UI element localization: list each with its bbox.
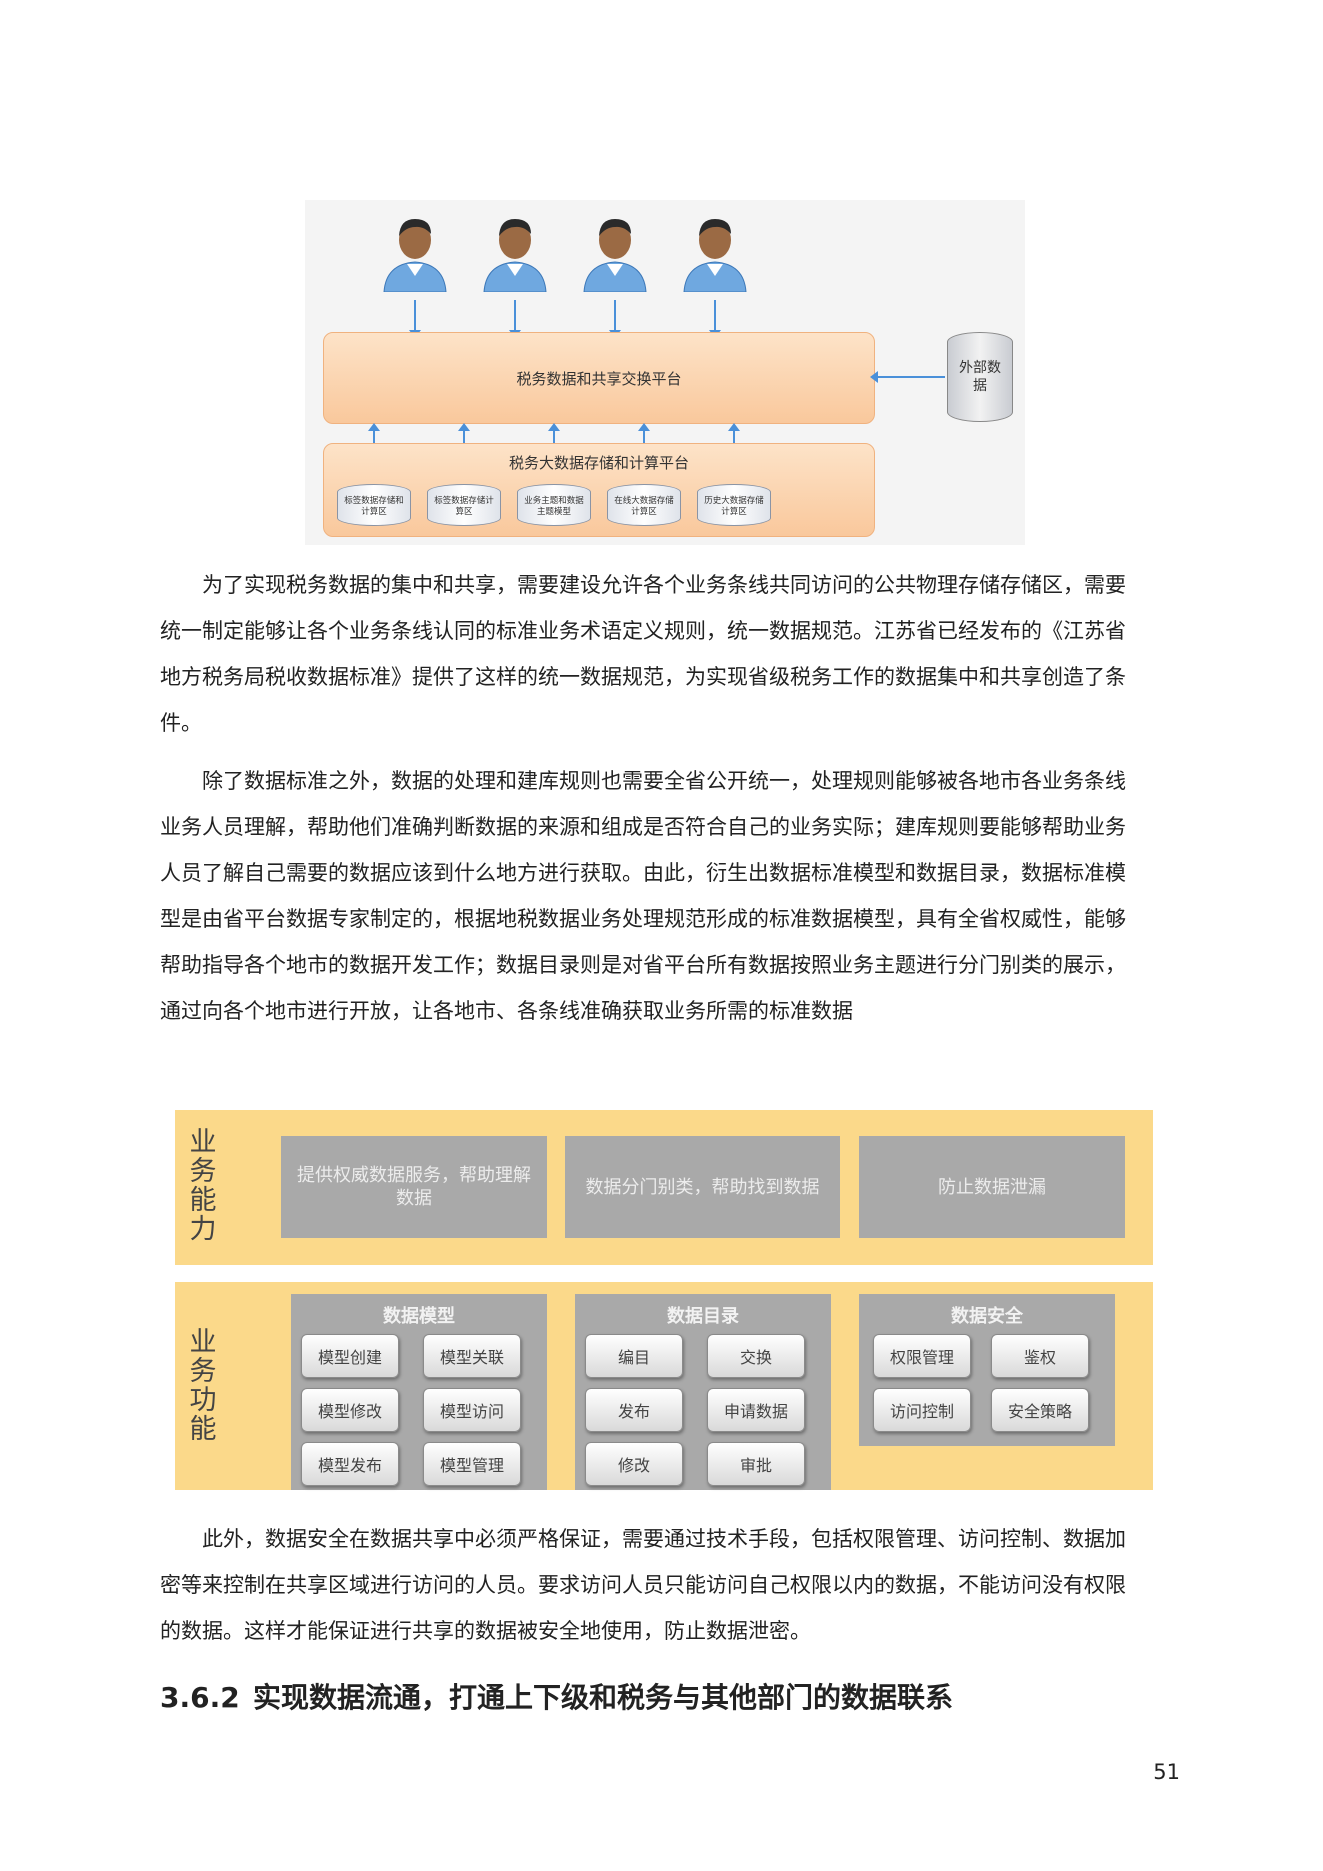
capability-box: 数据分门别类，帮助找到数据 [565,1136,840,1238]
capability-band: 业务能力 提供权威数据服务，帮助理解数据 数据分门别类，帮助找到数据 防止数据泄… [175,1110,1153,1265]
model-link-button[interactable]: 模型关联 [423,1334,521,1378]
arrow-down-icon [509,300,521,338]
user-icon [583,219,647,292]
database-icon: 在线大数据存储计算区 [607,484,681,526]
external-database-icon: 外部数据 [947,332,1013,422]
user-icon [383,219,447,292]
model-create-button[interactable]: 模型创建 [301,1334,399,1378]
approve-button[interactable]: 审批 [707,1442,805,1486]
model-access-button[interactable]: 模型访问 [423,1388,521,1432]
storage-compute-platform: 税务大数据存储和计算平台 标签数据存储和计算区 标签数据存储计算区 业务主题和数… [323,443,875,537]
data-sharing-platform: 税务数据和共享交换平台 [323,332,875,424]
exchange-button[interactable]: 交换 [707,1334,805,1378]
user-icon [683,219,747,292]
arrow-left-icon [870,371,945,383]
catalog-button[interactable]: 编目 [585,1334,683,1378]
database-icon: 历史大数据存储计算区 [697,484,771,526]
arrow-down-icon [609,300,621,338]
model-modify-button[interactable]: 模型修改 [301,1388,399,1432]
security-policy-button[interactable]: 安全策略 [991,1388,1089,1432]
storage-platform-label: 税务大数据存储和计算平台 [508,454,689,472]
database-icon: 业务主题和数据主题模型 [517,484,591,526]
publish-button[interactable]: 发布 [585,1388,683,1432]
section-heading: 3.6.2 实现数据流通，打通上下级和税务与其他部门的数据联系 [160,1676,1120,1716]
data-catalog-group: 数据目录 编目 交换 发布 申请数据 修改 审批 [575,1294,831,1490]
modify-button[interactable]: 修改 [585,1442,683,1486]
section-number: 3.6.2 [160,1681,240,1714]
model-manage-button[interactable]: 模型管理 [423,1442,521,1486]
business-capability-diagram: 业务能力 提供权威数据服务，帮助理解数据 数据分门别类，帮助找到数据 防止数据泄… [175,1110,1153,1490]
architecture-diagram: 税务数据和共享交换平台 税务大数据存储和计算平台 标签数据存储和计算区 标签数据… [305,200,1025,545]
request-data-button[interactable]: 申请数据 [707,1388,805,1432]
access-control-button[interactable]: 访问控制 [873,1388,971,1432]
arrow-down-icon [709,300,721,338]
page-number: 51 [1153,1760,1180,1784]
authentication-button[interactable]: 鉴权 [991,1334,1089,1378]
platform-label: 税务数据和共享交换平台 [516,369,682,388]
data-security-group: 数据安全 权限管理 鉴权 访问控制 安全策略 [859,1294,1115,1446]
function-label: 业务功能 [189,1327,217,1445]
arrow-down-icon [409,300,421,338]
user-icon [483,219,547,292]
capability-box: 防止数据泄漏 [859,1136,1125,1238]
group-title: 数据目录 [667,1306,739,1327]
group-title: 数据模型 [383,1306,455,1327]
database-icon: 标签数据存储和计算区 [337,484,411,526]
data-model-group: 数据模型 模型创建 模型关联 模型修改 模型访问 模型发布 模型管理 [291,1294,547,1490]
database-icon: 标签数据存储计算区 [427,484,501,526]
paragraph: 为了实现税务数据的集中和共享，需要建设允许各个业务条线共同访问的公共物理存储存储… [160,573,1126,735]
capability-box: 提供权威数据服务，帮助理解数据 [281,1136,547,1238]
paragraph: 此外，数据安全在数据共享中必须严格保证，需要通过技术手段，包括权限管理、访问控制… [160,1527,1126,1643]
model-publish-button[interactable]: 模型发布 [301,1442,399,1486]
paragraph: 除了数据标准之外，数据的处理和建库规则也需要全省公开统一，处理规则能够被各地市各… [160,769,1126,1023]
section-title: 实现数据流通，打通上下级和税务与其他部门的数据联系 [253,1681,954,1714]
permission-manage-button[interactable]: 权限管理 [873,1334,971,1378]
function-band: 业务功能 数据模型 模型创建 模型关联 模型修改 模型访问 模型发布 模型管理 … [175,1282,1153,1490]
group-title: 数据安全 [951,1306,1023,1327]
external-data-label: 外部数据 [959,360,1001,394]
capability-label: 业务能力 [189,1127,217,1245]
